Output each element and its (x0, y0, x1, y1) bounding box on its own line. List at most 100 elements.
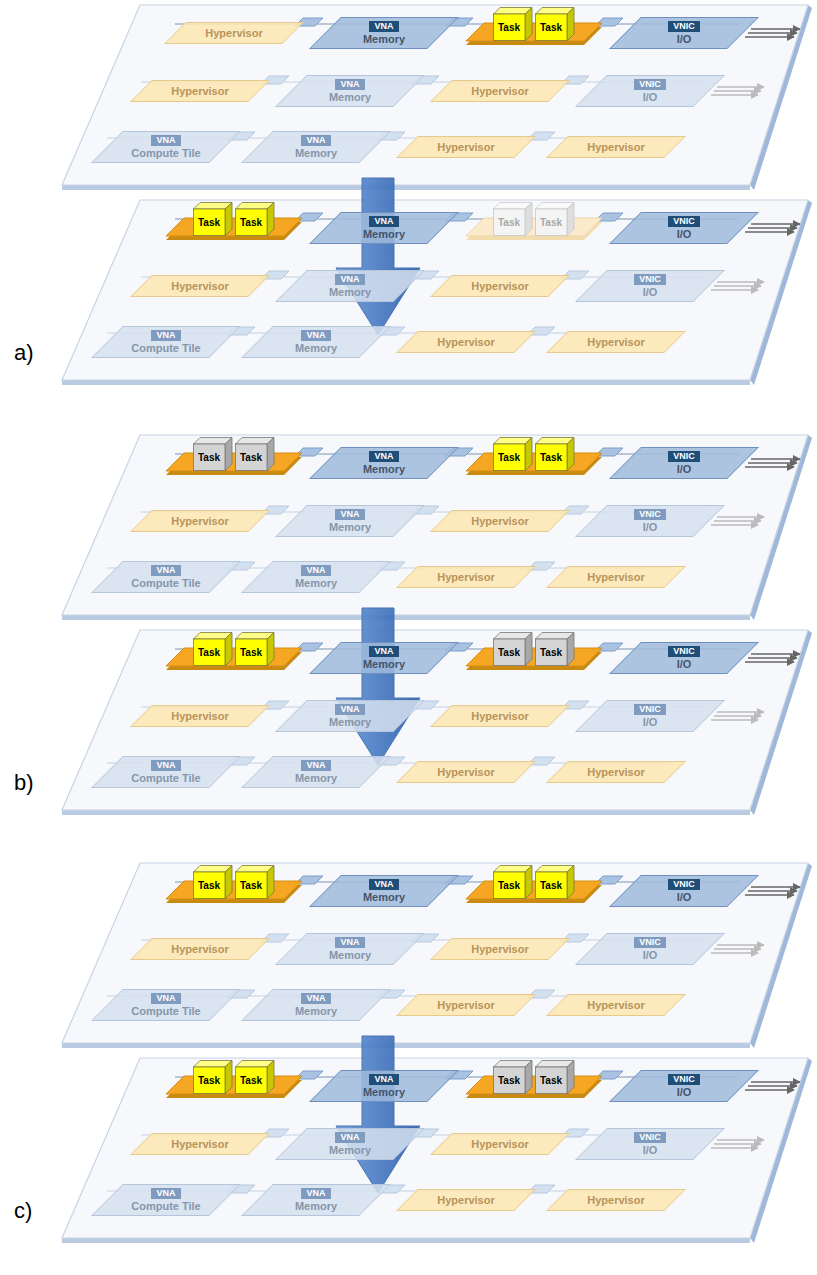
vna-label: VNA (335, 274, 364, 285)
memory-tile: VNAMemory (257, 326, 375, 358)
panel-label: b) (14, 770, 34, 796)
layer-plane (62, 863, 808, 1043)
task-label: Task (193, 639, 225, 666)
tile-label: I/O (643, 286, 658, 299)
io-tile: VNICI/O (591, 270, 709, 302)
task-label: Task (193, 1067, 225, 1094)
memory-tile: VNAMemory (257, 1184, 375, 1216)
layer-planes (62, 5, 812, 1243)
io-arrow (745, 36, 794, 37)
vna-label: VNIC (668, 216, 700, 227)
tile-label: I/O (643, 521, 658, 534)
hypervisor-tile: Hypervisor (141, 275, 259, 297)
tile-label: Hypervisor (587, 141, 644, 154)
task-cube: Task (535, 1060, 574, 1094)
compute-tile: VNACompute Tile (107, 989, 225, 1021)
tile-label: Hypervisor (587, 336, 644, 349)
task-base (166, 218, 302, 236)
io-tile: VNICI/O (591, 700, 709, 732)
layer-plane (62, 435, 808, 615)
hypervisor-tile: Hypervisor (441, 80, 559, 102)
hypervisor-tile: Hypervisor (441, 705, 559, 727)
task-label: Task (535, 872, 567, 899)
task-label: Task (235, 209, 267, 236)
hypervisor-tile: Hypervisor (141, 1133, 259, 1155)
io-arrow (714, 90, 761, 91)
vna-label: VNIC (634, 274, 666, 285)
task-base (466, 1076, 602, 1094)
hypervisor-tile: Hypervisor (407, 994, 525, 1016)
tile-label: Memory (295, 1005, 337, 1018)
task-cube: Task (235, 632, 274, 666)
vna-label: VNA (151, 330, 180, 341)
task-cube: Task (535, 632, 574, 666)
io-tile: VNICI/O (625, 447, 743, 479)
vna-label: VNA (301, 993, 330, 1004)
task-cube: Task (493, 865, 532, 899)
tile-label: Hypervisor (587, 999, 644, 1012)
task-cube: Task (193, 1060, 232, 1094)
task-base (166, 648, 302, 666)
tile-label: Hypervisor (205, 27, 262, 40)
task-cube: Task (493, 7, 532, 41)
memory-tile: VNAMemory (257, 131, 375, 163)
task-base (466, 453, 602, 471)
io-arrow (745, 661, 794, 662)
vna-label: VNA (151, 135, 180, 146)
tile-label: I/O (677, 891, 692, 904)
tile-label: Hypervisor (471, 943, 528, 956)
compute-tile: VNACompute Tile (107, 1184, 225, 1216)
task-label: Task (493, 639, 525, 666)
hypervisor-tile: Hypervisor (557, 566, 675, 588)
io-arrow (711, 952, 758, 953)
migration-arrow (336, 1036, 420, 1193)
vna-label: VNIC (634, 937, 666, 948)
tile-label: Memory (363, 891, 405, 904)
task-label: Task (493, 872, 525, 899)
task-label: Task (235, 444, 267, 471)
memory-tile: VNAMemory (257, 756, 375, 788)
task-label: Task (493, 14, 525, 41)
tile-label: Memory (363, 463, 405, 476)
memory-tile: VNAMemory (291, 505, 409, 537)
memory-tile: VNAMemory (291, 75, 409, 107)
tile-label: Hypervisor (471, 1138, 528, 1151)
task-cube: Task (193, 865, 232, 899)
task-cube: Task (235, 865, 274, 899)
task-cube: Task (493, 632, 532, 666)
compute-tile: VNACompute Tile (107, 131, 225, 163)
io-arrow (748, 1085, 797, 1086)
tile-label: I/O (677, 658, 692, 671)
io-arrow (711, 94, 758, 95)
layer-plane (62, 5, 808, 185)
plane-edge (62, 1043, 750, 1048)
tile-label: I/O (643, 1144, 658, 1157)
task-label: Task (193, 872, 225, 899)
tile-label: Memory (363, 1086, 405, 1099)
task-base (166, 453, 302, 471)
task-cube: Task (235, 437, 274, 471)
memory-tile: VNAMemory (325, 875, 443, 907)
io-arrow (748, 657, 797, 658)
panel-label: c) (14, 1198, 32, 1224)
task-label: Task (235, 872, 267, 899)
tile-label: Memory (295, 147, 337, 160)
vna-label: VNA (151, 993, 180, 1004)
hypervisor-tile: Hypervisor (175, 22, 293, 44)
vna-label: VNA (369, 1074, 398, 1085)
task-label: Task (493, 209, 525, 236)
task-cube: Task (493, 202, 532, 236)
tile-label: Memory (363, 33, 405, 46)
vna-label: VNA (369, 879, 398, 890)
io-arrow (714, 520, 761, 521)
vna-label: VNIC (668, 646, 700, 657)
tile-label: Memory (329, 949, 371, 962)
hypervisor-tile: Hypervisor (407, 1189, 525, 1211)
hypervisor-tile: Hypervisor (141, 938, 259, 960)
tile-label: Memory (363, 228, 405, 241)
io-arrow (714, 1143, 761, 1144)
io-tile: VNICI/O (625, 875, 743, 907)
tile-label: I/O (677, 1086, 692, 1099)
tile-label: Hypervisor (171, 515, 228, 528)
vna-label: VNIC (634, 509, 666, 520)
